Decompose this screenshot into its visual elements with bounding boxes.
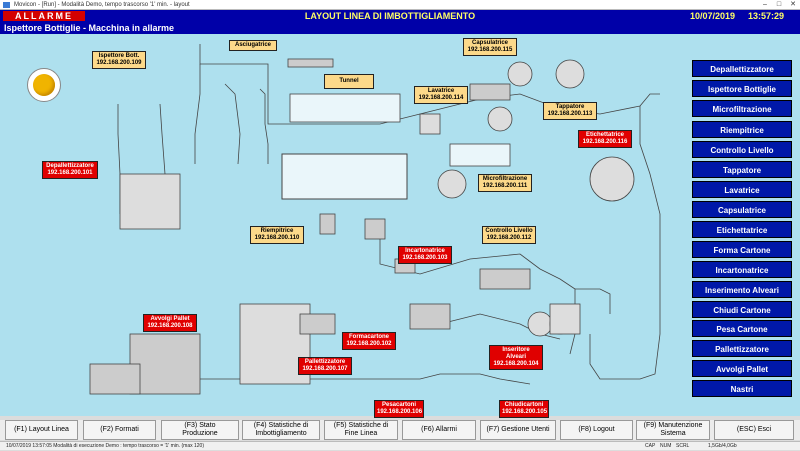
line-layout-canvas: Ispettore Bott.192.168.200.109 Asciugatr… — [0, 34, 800, 418]
header-time: 13:57:29 — [748, 11, 785, 21]
status-scrl: SCRL — [676, 443, 690, 449]
menu-incartonatrice[interactable]: Incartonatrice — [692, 261, 792, 278]
window-titlebar: Movicon - [Run] - Modalità Demo, tempo t… — [0, 0, 800, 10]
menu-pallettizzatore[interactable]: Pallettizzatore — [692, 340, 792, 357]
menu-etichettatrice[interactable]: Etichettatrice — [692, 221, 792, 238]
header-bar: LAYOUT LINEA DI IMBOTTIGLIAMENTO 10/07/2… — [0, 10, 800, 22]
menu-lavatrice[interactable]: Lavatrice — [692, 181, 792, 198]
status-cap: CAP — [645, 443, 656, 449]
fkey-allarmi[interactable]: (F6) Allarmi — [402, 420, 476, 440]
menu-ispettore-bottiglie[interactable]: Ispettore Bottiglie — [692, 80, 792, 97]
alarm-button[interactable]: ALLARME (F4) — [3, 11, 85, 31]
status-message: 10/07/2019 13:57:05 Modalità di esecuzio… — [6, 443, 204, 449]
maximize-button[interactable]: □ — [776, 1, 782, 8]
menu-nastri[interactable]: Nastri — [692, 380, 792, 397]
app-icon — [3, 2, 10, 8]
fkey-logout[interactable]: (F8) Logout — [560, 420, 633, 440]
status-memory: 1,5Gb/4,0Gb — [708, 443, 737, 449]
machine-label-ispettore-bottiglie[interactable]: Ispettore Bott.192.168.200.109 — [92, 51, 146, 69]
line-layout-drawing — [89, 44, 661, 395]
minimize-button[interactable]: – — [763, 1, 767, 8]
alarm-lamp-icon — [27, 68, 61, 102]
status-num: NUM — [660, 443, 672, 449]
menu-riempitrice[interactable]: Riempitrice — [692, 121, 792, 138]
status-bar: 10/07/2019 13:57:05 Modalità di esecuzio… — [0, 441, 800, 450]
fkey-gestione-utenti[interactable]: (F7) Gestione Utenti — [480, 420, 556, 440]
menu-chiudi-cartone[interactable]: Chiudi Cartone — [692, 301, 792, 318]
menu-inserimento-alveari[interactable]: Inserimento Alveari — [692, 281, 792, 298]
menu-capsulatrice[interactable]: Capsulatrice — [692, 201, 792, 218]
menu-forma-cartone[interactable]: Forma Cartone — [692, 241, 792, 258]
window-title: Movicon - [Run] - Modalità Demo, tempo t… — [14, 2, 190, 8]
page-title: LAYOUT LINEA DI IMBOTTIGLIAMENTO — [304, 11, 476, 21]
menu-controllo-livello[interactable]: Controllo Livello — [692, 141, 792, 158]
fkey-esci[interactable]: (ESC) Esci — [714, 420, 794, 440]
fkey-formati[interactable]: (F2) Formati — [83, 420, 156, 440]
machine-label-tunnel[interactable]: Tunnel — [324, 74, 374, 89]
header-date: 10/07/2019 — [690, 11, 736, 21]
machine-label-asciugatrice[interactable]: Asciugatrice — [229, 40, 277, 51]
menu-avvolgi-pallet[interactable]: Avvolgi Pallet — [692, 360, 792, 377]
menu-tappatore[interactable]: Tappatore — [692, 161, 792, 178]
fkey-layout-linea[interactable]: (F1) Layout Linea — [5, 420, 78, 440]
alarm-message: Ispettore Bottiglie - Macchina in allarm… — [0, 22, 800, 34]
menu-depallettizzatore[interactable]: Depallettizzatore — [692, 60, 792, 77]
menu-pesa-cartone[interactable]: Pesa Cartone — [692, 320, 792, 337]
close-button[interactable]: ✕ — [790, 1, 796, 8]
menu-microfiltrazione[interactable]: Microfiltrazione — [692, 100, 792, 117]
